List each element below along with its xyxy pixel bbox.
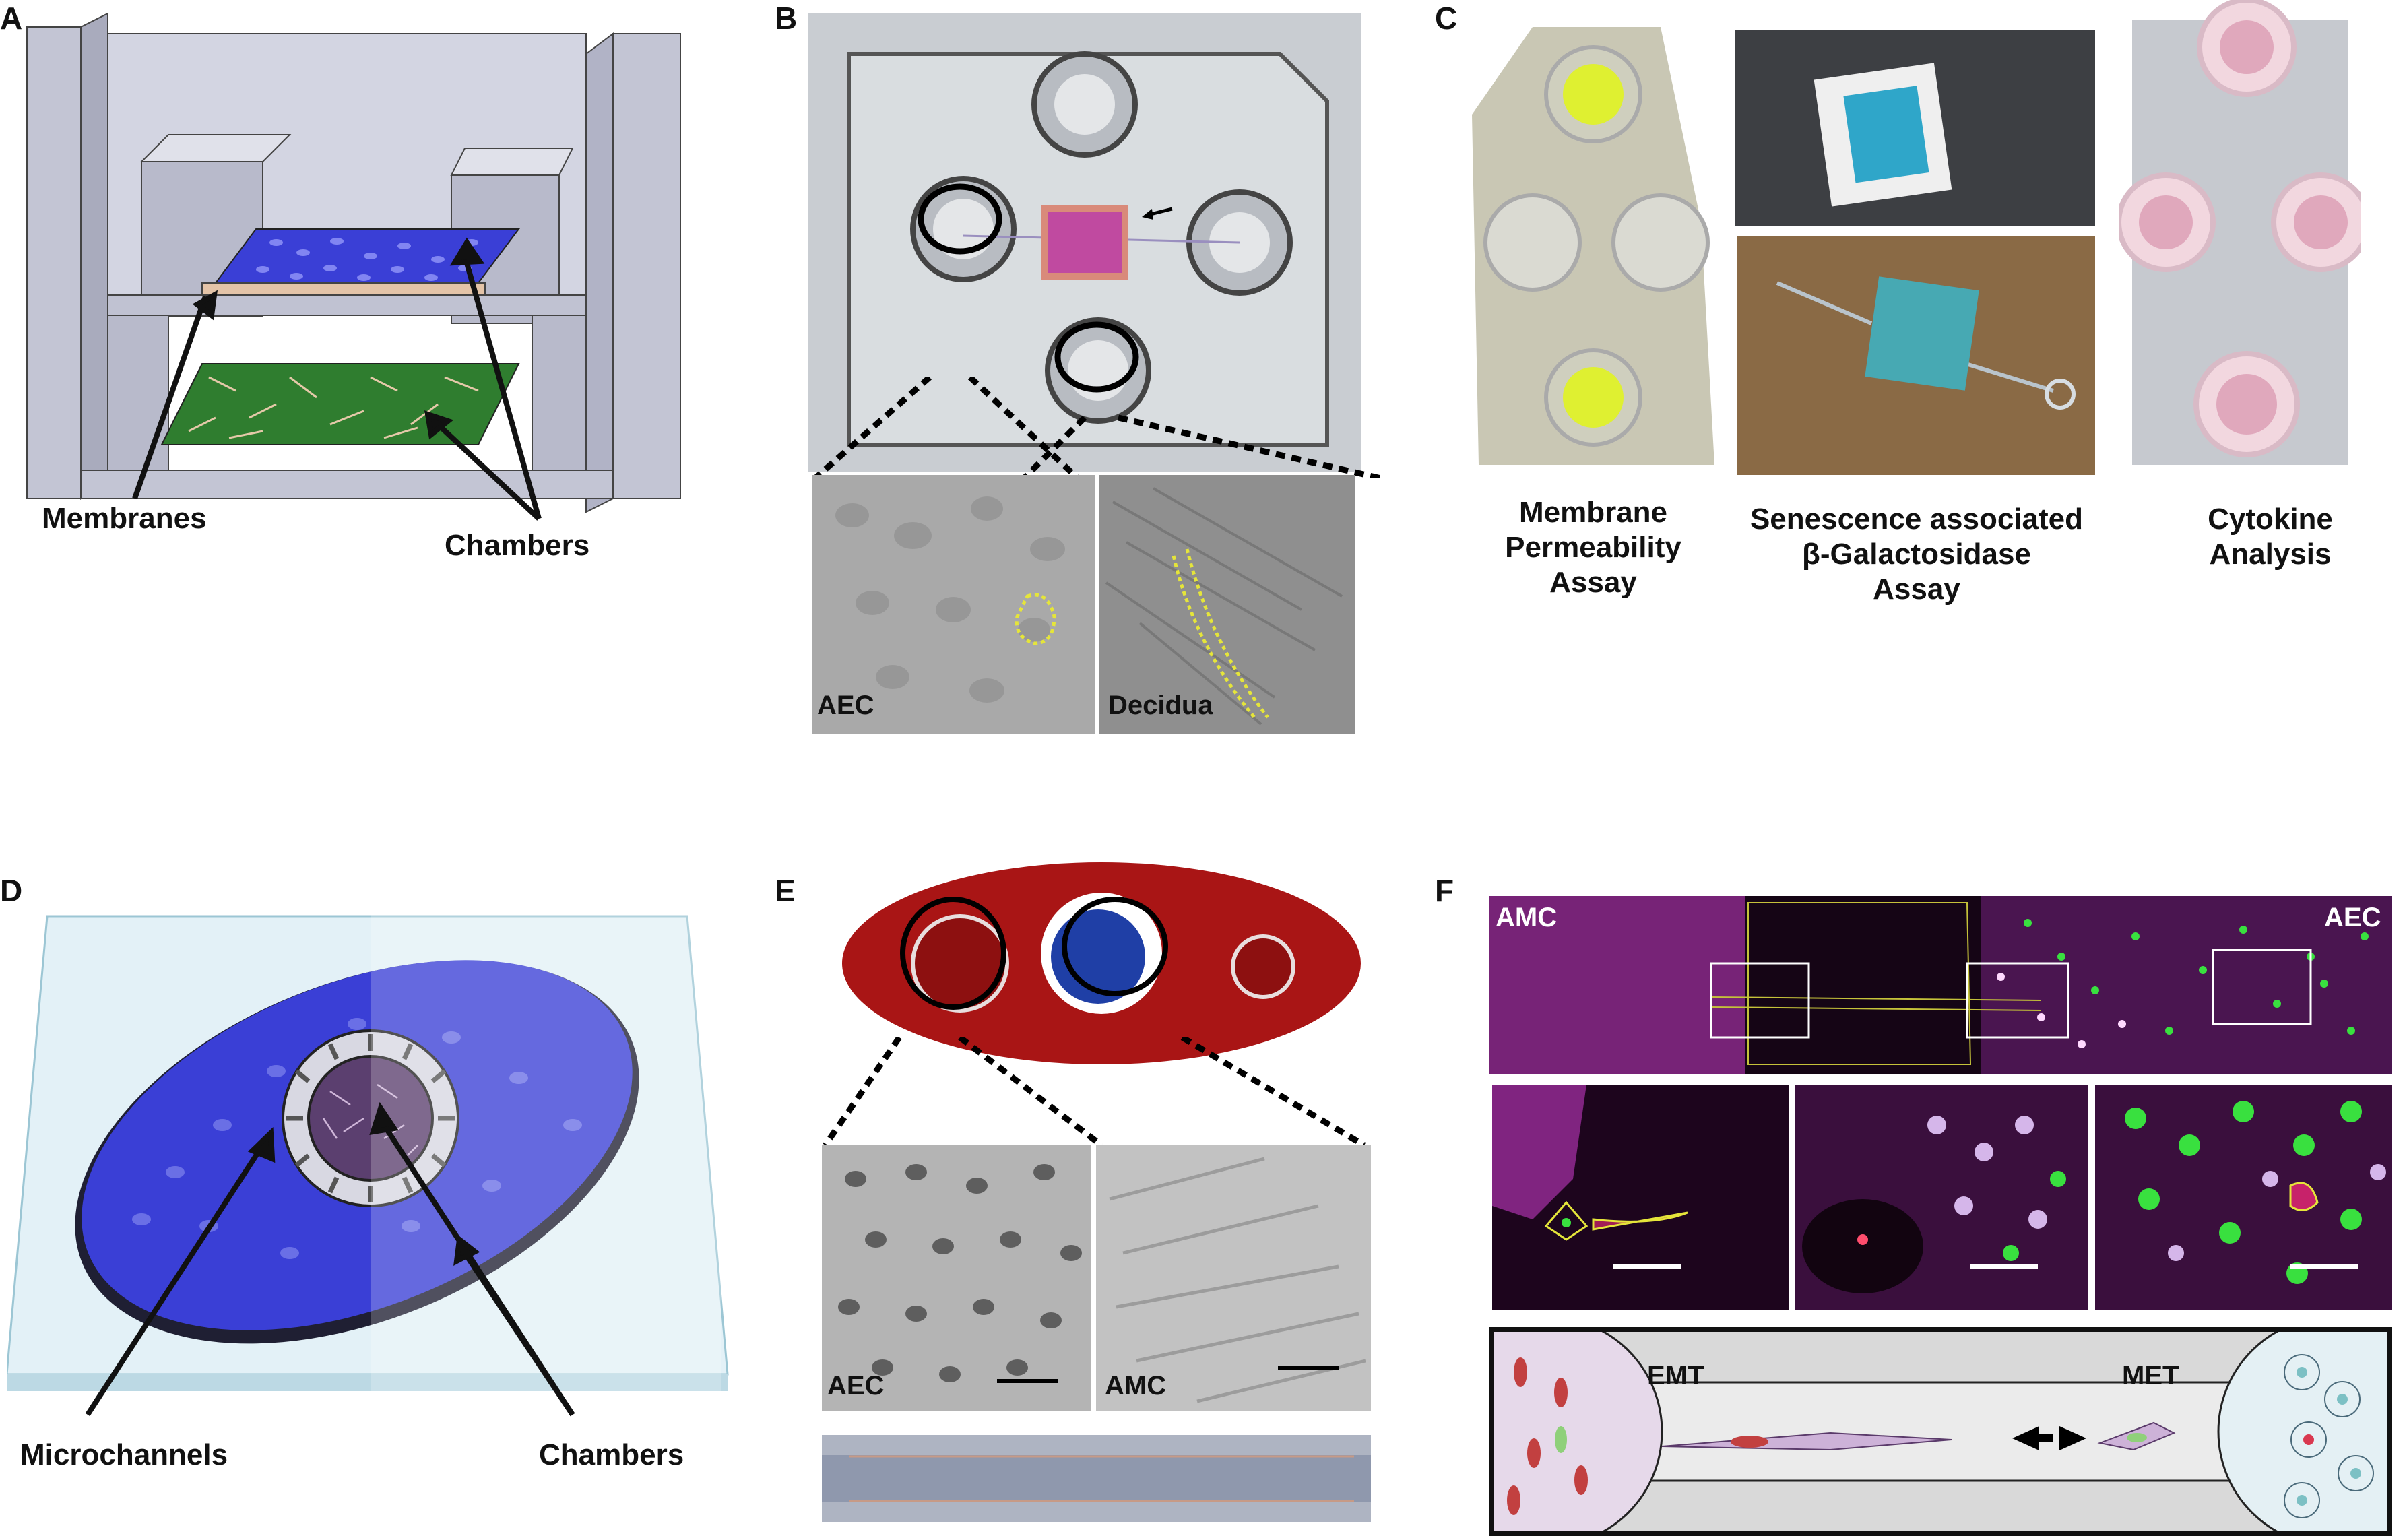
caption-cytokine: Cytokine Analysis [2149, 502, 2392, 572]
label-aec-b: AEC [817, 691, 874, 720]
label-amc-e: AMC [1105, 1371, 1167, 1401]
panel-f-zoom-left [1492, 1085, 1789, 1310]
panel-b-zoom-lines [813, 377, 1382, 478]
panel-f-emt-met-schematic [1489, 1327, 2392, 1536]
label-met: MET [2122, 1361, 2179, 1390]
label-chambers-d: Chambers [539, 1438, 684, 1471]
label-chambers-a: Chambers [445, 529, 590, 562]
micrograph-amc-e [1096, 1145, 1371, 1411]
label-emt: EMT [1647, 1361, 1704, 1390]
label-microchannels: Microchannels [20, 1438, 228, 1471]
panel-e-chip-photo [842, 862, 1361, 1064]
panel-c-galactosidase-photo-top [1735, 30, 2095, 226]
panel-letter-a: A [0, 1, 23, 36]
label-amc-f: AMC [1496, 903, 1558, 932]
label-membranes: Membranes [42, 502, 207, 535]
panel-f-zoom-right [2095, 1085, 2392, 1310]
caption-line: Assay [1873, 573, 1960, 606]
label-decidua: Decidua [1108, 691, 1213, 720]
caption-line: Senescence associated [1750, 503, 2084, 536]
panel-letter-f: F [1435, 873, 1454, 908]
micrograph-aec-b [812, 475, 1095, 734]
label-aec-e: AEC [827, 1371, 885, 1401]
caption-line: β-Galactosidase [1802, 538, 2031, 571]
label-aec-f: AEC [2324, 903, 2381, 932]
panel-c-membrane-photo [1458, 20, 1714, 472]
panel-f-fluorescence-overview [1489, 896, 2392, 1074]
caption-line: Membrane [1518, 496, 1668, 529]
panel-e-zoom-lines [823, 1037, 1366, 1145]
micrograph-decidua-b [1099, 475, 1355, 734]
caption-line: Permeability [1505, 531, 1681, 564]
caption-senescence: Senescence associated β-Galactosidase As… [1725, 502, 2109, 607]
panel-b-device-photo [808, 13, 1361, 472]
panel-c-cytokine-photo [2119, 0, 2361, 472]
panel-f-zoom-middle [1795, 1085, 2088, 1310]
panel-letter-d: D [0, 873, 23, 908]
panel-d-chip-diagram [7, 903, 729, 1417]
panel-c-galactosidase-photo-bottom [1737, 236, 2095, 475]
panel-letter-e: E [775, 873, 796, 908]
panel-a-device-diagram [26, 13, 681, 521]
panel-letter-b: B [775, 1, 798, 36]
caption-membrane-permeability: Membrane Permeability Assay [1469, 495, 1718, 600]
panel-letter-c: C [1435, 1, 1458, 36]
micrograph-aec-e [822, 1145, 1091, 1411]
caption-line: Assay [1549, 566, 1637, 599]
caption-line: Analysis [2209, 538, 2332, 571]
micrograph-microchannel-e [822, 1435, 1371, 1522]
caption-line: Cytokine [2208, 503, 2333, 536]
